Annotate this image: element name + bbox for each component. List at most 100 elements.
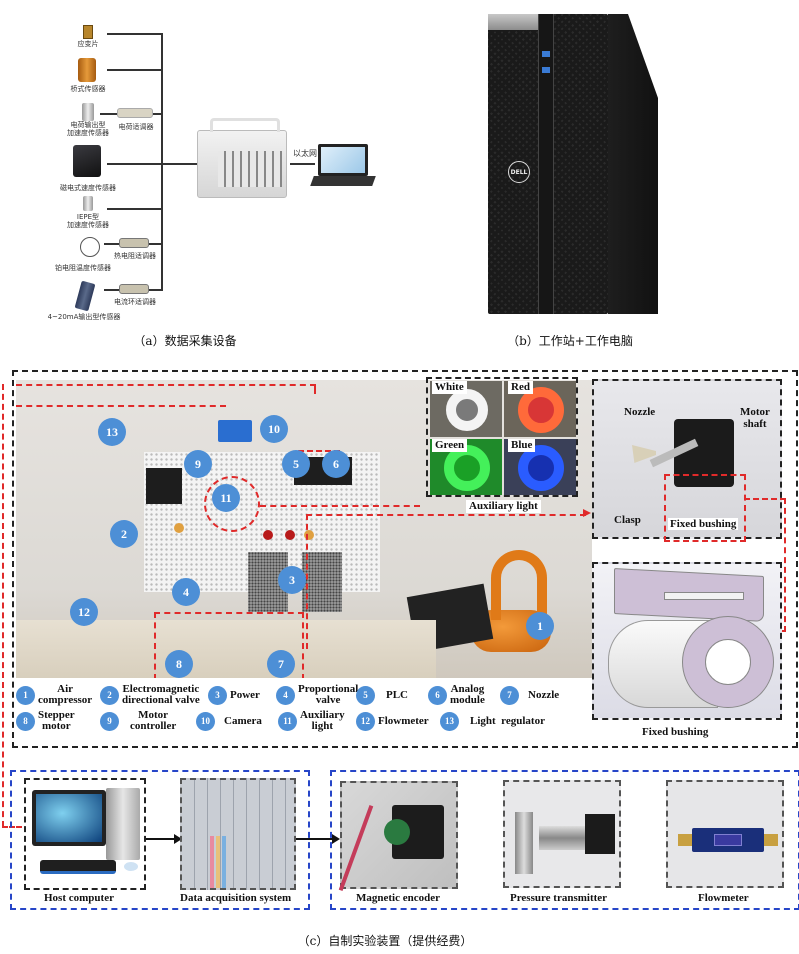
legend-text-l1: Proportional bbox=[298, 683, 359, 695]
legend-marker: 1 bbox=[16, 685, 35, 705]
marker-8: 8 bbox=[165, 650, 193, 678]
light-regulator-device bbox=[146, 468, 182, 504]
daq-chassis-icon bbox=[197, 130, 287, 198]
setup-frame bbox=[12, 370, 798, 748]
pressure-transmitter-photo bbox=[503, 780, 621, 888]
workstation-front-panel bbox=[538, 14, 554, 314]
daq-cable bbox=[216, 836, 220, 888]
host-computer-frame bbox=[24, 778, 146, 890]
rtd-conditioner-icon bbox=[119, 238, 149, 248]
current-loop-sensor-icon bbox=[74, 280, 96, 312]
ethernet-line bbox=[290, 163, 315, 165]
legend-marker: 3 bbox=[208, 685, 227, 705]
aux-light-title: Auxiliary light bbox=[466, 500, 541, 513]
legend-marker: 13 bbox=[440, 711, 459, 731]
light-ring-blue bbox=[518, 445, 564, 491]
marker-5: 5 bbox=[282, 450, 310, 478]
legend-text: Camera bbox=[224, 714, 262, 727]
flowmeter-label: Flowmeter bbox=[698, 892, 749, 904]
legend-text-l1: Air bbox=[57, 683, 74, 695]
legend-text-l2: compressor bbox=[38, 694, 93, 706]
caption-c: （c）自制实验装置（提供经费） bbox=[297, 934, 473, 948]
legend-marker: 10 bbox=[196, 711, 215, 731]
conditioner-label: 电荷适调器 bbox=[118, 123, 154, 131]
legend-text-l1: Stepper bbox=[38, 709, 75, 721]
legend-text-l1: Motor bbox=[138, 709, 169, 721]
label-blue: Blue bbox=[508, 439, 536, 452]
legend-text-l2: controller bbox=[130, 720, 177, 732]
encoder-cable bbox=[338, 805, 374, 891]
legend-marker: 9 bbox=[100, 711, 119, 731]
light-ring-white bbox=[446, 389, 488, 431]
iepe-accelerometer-icon bbox=[83, 196, 93, 211]
sensor-label: 4~20mA输出型传感器 bbox=[47, 313, 121, 321]
usb-port-icon bbox=[542, 67, 550, 73]
charge-conditioner-icon bbox=[117, 108, 153, 118]
marker-12: 12 bbox=[70, 598, 98, 626]
monitor-icon bbox=[32, 790, 106, 846]
legend-marker: 7 bbox=[500, 685, 519, 705]
legend-text-l1: Analog bbox=[450, 683, 485, 695]
indicator-lamp bbox=[263, 530, 273, 540]
label-white: White bbox=[432, 381, 467, 394]
flowmeter-display bbox=[714, 834, 742, 846]
daq-cable bbox=[210, 836, 214, 888]
legend-text-l2: motor bbox=[41, 720, 71, 732]
bushing-caption: Fixed bushing bbox=[642, 726, 709, 738]
legend-text-l2: valve bbox=[315, 694, 341, 706]
legend-marker: 12 bbox=[356, 711, 375, 731]
sensor-label: 应变片 bbox=[77, 40, 99, 48]
bushing-slot bbox=[664, 592, 744, 600]
legend-text-l1: Electromagnetic bbox=[122, 683, 200, 695]
sensor-wire bbox=[107, 208, 163, 210]
marker-10: 10 bbox=[260, 415, 288, 443]
legend-text-l1: Auxiliary bbox=[300, 709, 345, 721]
nozzle-label: Nozzle bbox=[624, 406, 656, 418]
daq-system-photo bbox=[180, 778, 296, 890]
legend-marker: 2 bbox=[100, 685, 119, 705]
marker-7: 7 bbox=[267, 650, 295, 678]
platinum-rtd-icon bbox=[80, 237, 100, 257]
encoder-board bbox=[384, 819, 410, 845]
arrow-head bbox=[174, 834, 182, 844]
daq-cable bbox=[222, 836, 226, 888]
legend-marker: 11 bbox=[278, 711, 297, 731]
sensor-label-line2: 加速度传感器 bbox=[67, 129, 109, 137]
clasp-label: Clasp bbox=[614, 514, 641, 526]
bushing-hole bbox=[705, 639, 751, 685]
indicator-lamp bbox=[304, 530, 314, 540]
dell-logo-text: DELL bbox=[510, 168, 528, 176]
aux-light-highlight bbox=[204, 476, 260, 532]
sensor-wire bbox=[107, 163, 163, 165]
legend-text: Nozzle bbox=[528, 688, 560, 701]
sensor-label: IEPE型加速度传感器 bbox=[60, 213, 116, 229]
sensor-label: 磁电式速度传感器 bbox=[60, 184, 116, 192]
sensor-label: 铂电阻温度传感器 bbox=[55, 264, 111, 272]
legend-marker: 8 bbox=[16, 711, 35, 731]
legend-text-l2: light bbox=[311, 720, 334, 732]
marker-1: 1 bbox=[526, 612, 554, 640]
red-connector-nozzle-v bbox=[306, 514, 308, 649]
workstation-top-bar bbox=[488, 14, 538, 30]
host-computer-label: Host computer bbox=[44, 892, 114, 904]
ethernet-label: 以太网 bbox=[293, 149, 317, 158]
legend-text-l2: directional valve bbox=[122, 694, 200, 706]
sensor-label-line1: IEPE型 bbox=[76, 213, 100, 221]
strain-gauge-icon bbox=[83, 25, 93, 39]
red-connector-aux bbox=[260, 505, 420, 507]
bus-to-daq bbox=[161, 163, 197, 165]
sensor-label: 桥式传感器 bbox=[70, 85, 106, 93]
label-green: Green bbox=[432, 439, 468, 452]
indicator-lamp bbox=[174, 523, 184, 533]
arrow-host-to-daq bbox=[146, 838, 176, 840]
daq-handle bbox=[210, 118, 280, 132]
